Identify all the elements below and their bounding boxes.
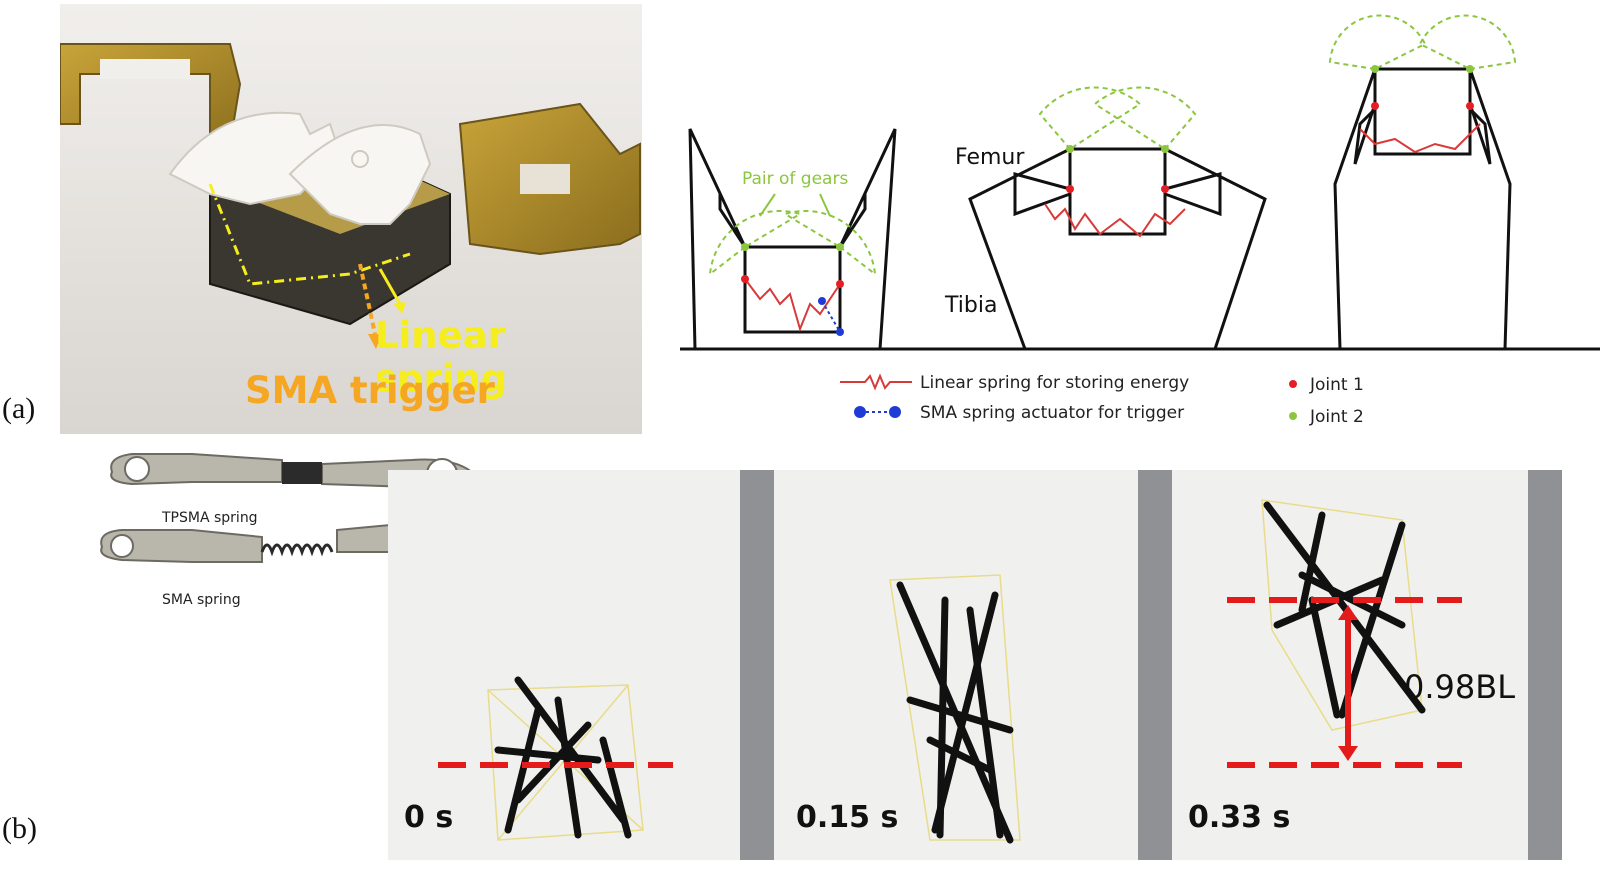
- femur-label: Femur: [955, 145, 1025, 170]
- sequence-frame-0s: 0 s: [388, 470, 780, 860]
- legend-joint2: Joint 2: [1309, 407, 1364, 427]
- joint2-marker: [1371, 65, 1379, 73]
- joint1-marker: [1161, 185, 1169, 193]
- robot-pose-033s: [1227, 499, 1462, 768]
- robot-photo: Linear spring SMA trigger: [60, 4, 642, 434]
- ruler: [1138, 470, 1172, 860]
- stage-1-gears: [708, 209, 877, 277]
- time-label-033s: 0.33 s: [1188, 800, 1291, 835]
- sma-node: [818, 297, 826, 305]
- stage-3-linear-spring: [1359, 123, 1481, 154]
- joint1-marker: [836, 280, 844, 288]
- joint1-marker: [1066, 185, 1074, 193]
- joint2-marker: [1066, 145, 1074, 153]
- linear-spring-label: Linear spring: [375, 314, 508, 400]
- sma-trigger-label: SMA trigger: [245, 369, 495, 412]
- panel-b-label: (b): [2, 812, 37, 845]
- legend-joint1: Joint 1: [1309, 375, 1364, 395]
- sma-spring-label: SMA spring: [162, 592, 241, 608]
- diagram-legend: Linear spring for storing energy SMA spr…: [840, 373, 1364, 427]
- sequence-frame-015s: 0.15 s: [780, 470, 1172, 860]
- height-label: 0.98BL: [1404, 668, 1516, 706]
- legend-joint1-dot: [1289, 380, 1297, 388]
- legend-joint2-dot: [1289, 412, 1297, 420]
- tibia-label: Tibia: [944, 293, 997, 318]
- pair-of-gears-label: Pair of gears: [742, 169, 848, 189]
- tpsma-spring-label: TPSMA spring: [161, 510, 258, 526]
- legend-sma-symbol: [854, 406, 866, 418]
- legend-linear-spring: Linear spring for storing energy: [920, 373, 1189, 393]
- joint1-marker: [1466, 102, 1474, 110]
- stage-2-diagram: [968, 147, 1267, 350]
- joint2-marker: [1466, 65, 1474, 73]
- joint1-marker: [1371, 102, 1379, 110]
- joint2-marker: [836, 243, 844, 251]
- stage-2-linear-spring: [1044, 203, 1186, 238]
- joint2-marker: [741, 243, 749, 251]
- ruler: [1528, 470, 1562, 860]
- legend-spring-symbol: [840, 373, 912, 391]
- sequence-frame-033s: 0.98BL 0.33 s: [1172, 470, 1562, 860]
- stage-1-diagram: [688, 128, 897, 350]
- stage-3-diagram: [1333, 67, 1512, 350]
- robot-pose-0s: [438, 676, 673, 841]
- stage-3-gears: [1328, 14, 1517, 71]
- panel-a-label: (a): [2, 392, 36, 425]
- legend-sma-actuator: SMA spring actuator for trigger: [920, 403, 1184, 423]
- jumping-mechanism-diagram: Pair of gears Femur Tibia Linear spring …: [680, 14, 1600, 427]
- joint1-marker: [741, 275, 749, 283]
- sma-node: [836, 328, 844, 336]
- stage-2-gears: [1038, 86, 1197, 151]
- height-markers: [1227, 597, 1462, 768]
- joint2-marker: [1161, 145, 1169, 153]
- time-label-0s: 0 s: [404, 800, 454, 835]
- stage-1-linear-spring: [744, 278, 841, 333]
- time-label-015s: 0.15 s: [796, 800, 899, 835]
- robot-photo-illustration: [60, 4, 642, 434]
- robot-pose-015s: [889, 574, 1021, 844]
- ruler: [740, 470, 774, 860]
